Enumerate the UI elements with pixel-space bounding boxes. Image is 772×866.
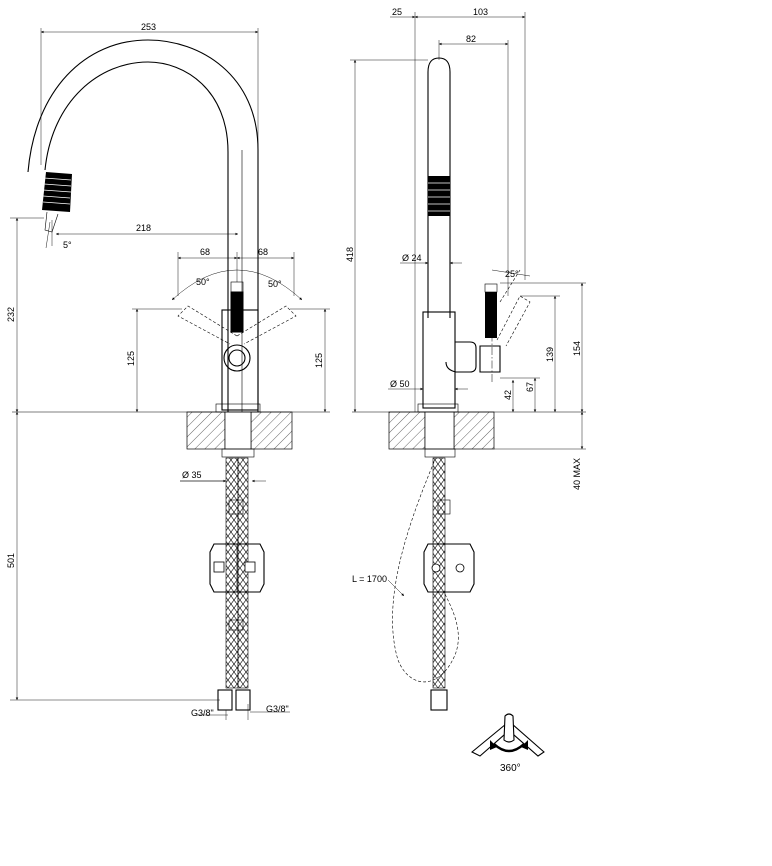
spray-nozzle xyxy=(42,172,72,249)
supply-hoses xyxy=(209,448,265,711)
dim-lever-half-right: 68 xyxy=(258,247,268,257)
front-view: 253 218 5° 68 68 50° 50° 232 125 xyxy=(6,22,330,720)
side-dim-spout-width: 82 xyxy=(466,34,476,44)
side-dim-body-diameter: Ø 50 xyxy=(390,379,410,389)
dim-hose-length: 501 xyxy=(6,553,16,568)
dim-handle-height-right: 125 xyxy=(314,353,324,368)
dim-height-total: 232 xyxy=(6,307,16,322)
dim-handle-height-left: 125 xyxy=(126,351,136,366)
rotation-label: 360° xyxy=(500,763,521,774)
dim-spout-reach: 253 xyxy=(141,22,156,32)
side-dim-base-height: 42 xyxy=(503,390,513,400)
side-dim-top-width: 103 xyxy=(473,7,488,17)
side-dim-lever-tilt: 25° xyxy=(505,269,519,279)
side-body xyxy=(417,269,531,413)
side-dim-max-thickness: 40 MAX xyxy=(572,458,582,490)
dim-thread-left: G3/8" xyxy=(191,708,214,718)
side-dim-lever-axis-height: 139 xyxy=(545,347,555,362)
side-dim-total-height: 418 xyxy=(345,247,355,262)
side-dim-hose-length: L = 1700 xyxy=(352,574,387,584)
dim-lever-half-left: 68 xyxy=(200,247,210,257)
dim-spout-offset: 218 xyxy=(136,223,151,233)
spout xyxy=(27,39,259,412)
dim-shank-diameter: Ø 35 xyxy=(182,470,202,480)
side-hoses xyxy=(387,448,475,711)
front-dimensions: 253 218 5° 68 68 50° 50° 232 125 xyxy=(6,22,330,720)
side-dim-outlet-height: 67 xyxy=(525,382,535,392)
side-countertop-section xyxy=(388,411,586,450)
side-view: 25 103 82 418 Ø 24 25° Ø 50 xyxy=(345,7,586,711)
dim-lever-angle-left: 50° xyxy=(196,277,210,287)
dim-lever-angle-right: 50° xyxy=(268,279,282,289)
side-dimensions: 25 103 82 418 Ø 24 25° Ø 50 xyxy=(345,7,586,584)
dim-nozzle-angle: 5° xyxy=(63,240,72,250)
side-spout xyxy=(427,57,451,318)
side-dim-lever-height: 154 xyxy=(572,341,582,356)
side-dim-spout-diameter: Ø 24 xyxy=(402,253,422,263)
countertop-section xyxy=(186,411,293,450)
mixer-body xyxy=(171,269,303,413)
side-dim-top-offset: 25 xyxy=(392,7,402,17)
rotation-symbol: 360° xyxy=(470,713,545,774)
dim-thread-right: G3/8" xyxy=(266,704,289,714)
